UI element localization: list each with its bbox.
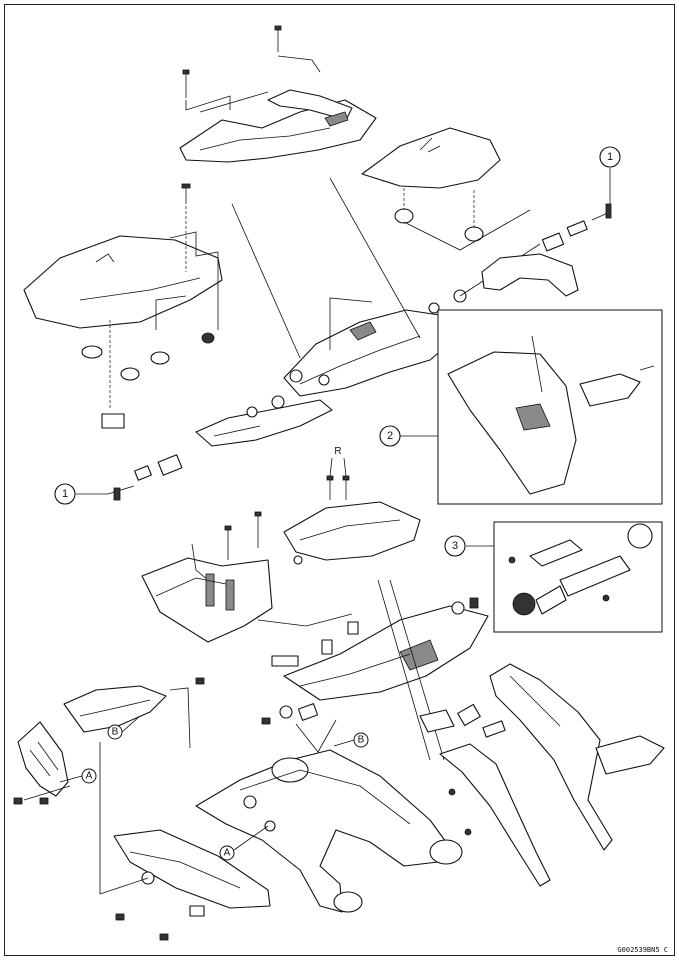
grab-rail-right: [481, 253, 579, 297]
screw-r-left: [326, 475, 334, 500]
tail-bracket: [419, 709, 551, 887]
rear-seat-cover: [179, 89, 377, 163]
screw-battery-right: [254, 511, 262, 548]
callout-2: 2: [379, 425, 401, 447]
letter-b-arm: B: [333, 732, 369, 748]
svg-text:1: 1: [62, 488, 68, 500]
license-bracket-part: [508, 523, 653, 616]
chain-guard-lower: [113, 829, 271, 909]
screw-top-right: [274, 25, 282, 52]
rear-fender-part: [447, 335, 655, 495]
svg-text:3: 3: [452, 540, 458, 552]
grab-rail-left: [195, 399, 333, 447]
drawing-frame: [4, 4, 675, 956]
under-tray: [283, 501, 421, 565]
chain-guard-upper: [63, 685, 167, 733]
passenger-seat: [361, 127, 501, 242]
svg-text:B: B: [112, 727, 119, 738]
svg-text:B: B: [358, 735, 365, 746]
screw-top-left: [182, 69, 190, 98]
rider-seat: [23, 235, 223, 429]
svg-text:2: 2: [387, 430, 393, 442]
battery-case: [141, 543, 273, 643]
svg-text:A: A: [224, 848, 231, 859]
heel-guard: [17, 721, 69, 797]
screw-r-right: [342, 475, 350, 500]
screw-battery-left: [224, 525, 232, 560]
r-mark: R: [334, 446, 341, 457]
letter-b-left: B: [107, 715, 141, 740]
license-stay: [489, 663, 665, 851]
bolt-right: [591, 203, 612, 221]
screw-seat: [181, 183, 191, 272]
drawing-code: G002539BN5 C: [617, 946, 668, 954]
letter-a-left: A: [59, 768, 97, 784]
bolt-left: [107, 485, 135, 501]
rear-frame: [283, 309, 457, 397]
inner-fender: [271, 605, 489, 701]
callout-3: 3: [444, 535, 466, 557]
svg-text:1: 1: [607, 151, 613, 163]
letter-a-arm: A: [219, 825, 269, 861]
svg-text:A: A: [86, 771, 93, 782]
callout-1-top: 1: [599, 146, 621, 204]
swingarm: [195, 749, 463, 913]
callout-1-left: 1: [54, 483, 108, 505]
